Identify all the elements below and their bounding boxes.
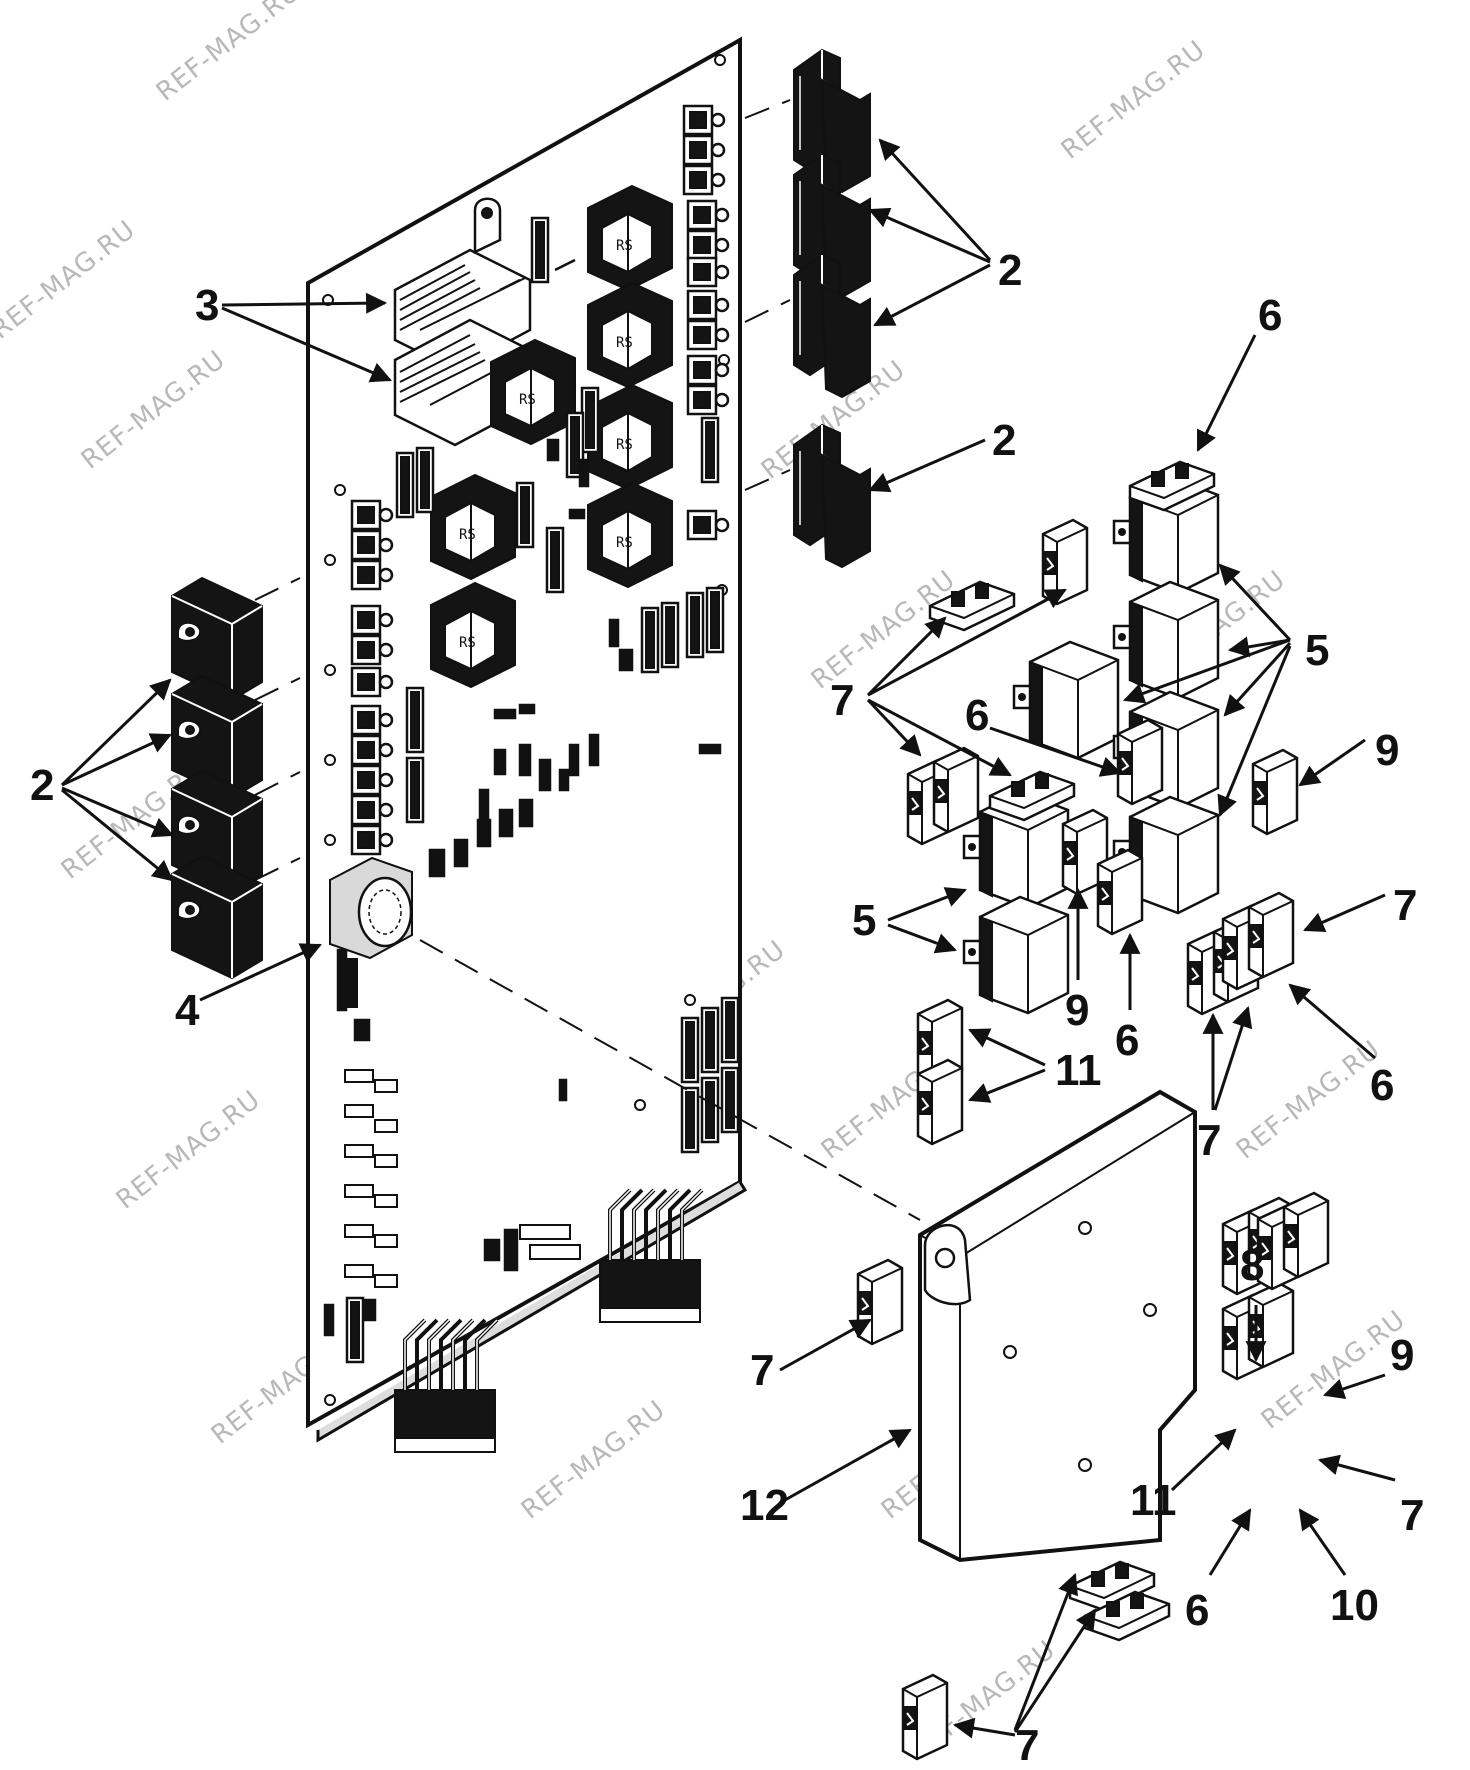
callout-6: 6 <box>1185 1586 1209 1635</box>
bracket-clips-left <box>171 577 301 979</box>
watermark: REF-MAG.RU <box>0 215 142 346</box>
callout-5: 5 <box>852 896 876 945</box>
module-cover <box>918 1089 1197 1563</box>
watermark: REF-MAG.RU <box>1231 1035 1387 1166</box>
callout-11: 11 <box>1055 1046 1102 1095</box>
relays <box>962 475 1220 1015</box>
watermark: REF-MAG.RU <box>1056 35 1212 166</box>
callout-7: 7 <box>1015 1721 1039 1770</box>
callout-6: 6 <box>1258 291 1282 340</box>
callout-7: 7 <box>830 676 854 725</box>
callout-8: 8 <box>1240 1241 1264 1290</box>
callout-4: 4 <box>175 986 200 1035</box>
board-lower-components <box>344 1069 581 1288</box>
watermark: REF-MAG.RU <box>516 1395 672 1526</box>
leader-lines <box>60 138 1396 1739</box>
callout-9: 9 <box>1390 1331 1414 1380</box>
circuit-board <box>306 36 748 1454</box>
board-small-components <box>323 258 722 1337</box>
callout-2: 2 <box>992 416 1016 465</box>
callout-10: 10 <box>1330 1581 1379 1630</box>
callout-6: 6 <box>965 691 989 740</box>
callout-5: 5 <box>1305 626 1329 675</box>
bracket-clips-right <box>744 49 871 568</box>
callout-6: 6 <box>1370 1061 1394 1110</box>
callout-7: 7 <box>1393 881 1417 930</box>
alignment-line <box>419 939 921 1221</box>
callout-11: 11 <box>1130 1476 1177 1525</box>
callout-6: 6 <box>1115 1016 1139 1065</box>
callout-3: 3 <box>195 281 219 330</box>
callout-9: 9 <box>1065 986 1089 1035</box>
watermark: REF-MAG.RU <box>76 345 232 476</box>
watermark: REF-MAG.RU <box>151 0 307 108</box>
callout-7: 7 <box>1400 1491 1424 1540</box>
callout-7: 7 <box>750 1346 774 1395</box>
callout-2: 2 <box>30 761 54 810</box>
callout-12: 12 <box>740 1481 789 1530</box>
callout-7: 7 <box>1197 1116 1221 1165</box>
watermark: REF-MAG.RU <box>111 1085 267 1216</box>
buzzer <box>329 856 413 1008</box>
callout-2: 2 <box>998 246 1022 295</box>
callout-9: 9 <box>1375 726 1399 775</box>
callouts: 2 2 3 2 4 6 5 7 6 9 5 7 9 6 11 6 7 8 9 7… <box>30 246 1424 1770</box>
